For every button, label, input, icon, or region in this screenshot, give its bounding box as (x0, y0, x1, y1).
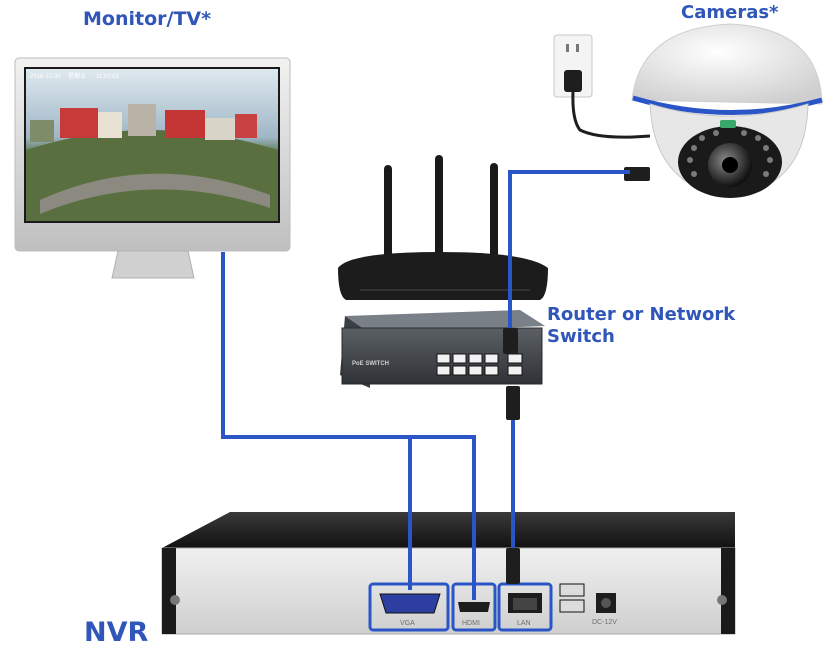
hdmi-cable (223, 435, 476, 600)
switch-port (484, 365, 499, 376)
hdmi-port (458, 602, 490, 612)
router-label-line1: Router or Network (547, 304, 736, 325)
nvr-screw (170, 595, 180, 605)
lan-label: LAN (517, 620, 531, 627)
camera-blue-ring (632, 95, 823, 115)
rj45-plug-switch-top (503, 328, 518, 354)
switch-ports (436, 353, 523, 376)
usb-port (559, 599, 585, 613)
camera-rj45-plug (624, 167, 650, 181)
nvr-top (162, 512, 735, 548)
switch-port (468, 353, 483, 364)
camera-ir-leds (687, 130, 773, 177)
switch-uplink-port (507, 353, 523, 364)
usb-port (559, 583, 585, 597)
monitor-label: Monitor/TV* (83, 8, 212, 30)
hdmi-label: HDMI (462, 620, 480, 627)
switch-port (468, 365, 483, 376)
power-cable (571, 91, 651, 139)
power-outlet (553, 34, 651, 139)
cameras-label: Cameras* (681, 2, 779, 23)
camera-sensor (720, 120, 736, 128)
lan-port-highlight (497, 582, 553, 632)
switch-label: PoE SWITCH (352, 361, 389, 367)
vga-label: VGA (400, 620, 415, 627)
router-antenna-left (384, 165, 392, 261)
screen-date: 2016-12-30 (30, 74, 61, 80)
router (338, 155, 548, 300)
dc-label: DC-12V (592, 619, 617, 626)
camera-cable (508, 170, 630, 330)
switch-uplink-port (507, 365, 523, 376)
monitor: 2016-12-30 星期五 11:02:01 (14, 57, 291, 279)
router-switch-label: Router or Network Switch (547, 304, 735, 348)
screen-scene: 2016-12-30 星期五 11:02:01 (26, 72, 278, 221)
screen-weekday: 星期五 (68, 72, 86, 80)
switch-port (484, 353, 499, 364)
monitor-stand (111, 250, 195, 279)
switch-port (452, 353, 467, 364)
rj45-connectors (503, 328, 520, 584)
cables (221, 170, 630, 600)
nvr: VGA HDMI LAN DC-12V (161, 512, 736, 635)
nvr-label: NVR (84, 617, 149, 648)
switch-port (436, 365, 451, 376)
router-antenna-right (490, 163, 498, 261)
router-body (338, 252, 548, 300)
router-antenna-middle (435, 155, 443, 261)
power-adapter (564, 70, 582, 92)
rj45-plug-switch-bottom (506, 386, 520, 420)
screen-time: 11:02:01 (96, 74, 120, 80)
switch-port (452, 365, 467, 376)
vga-port (379, 593, 441, 614)
dome-camera (624, 23, 823, 198)
nvr-screw (717, 595, 727, 605)
rj45-plug-nvr (506, 548, 520, 584)
router-label-line2: Switch (547, 326, 615, 347)
switch-port (436, 353, 451, 364)
